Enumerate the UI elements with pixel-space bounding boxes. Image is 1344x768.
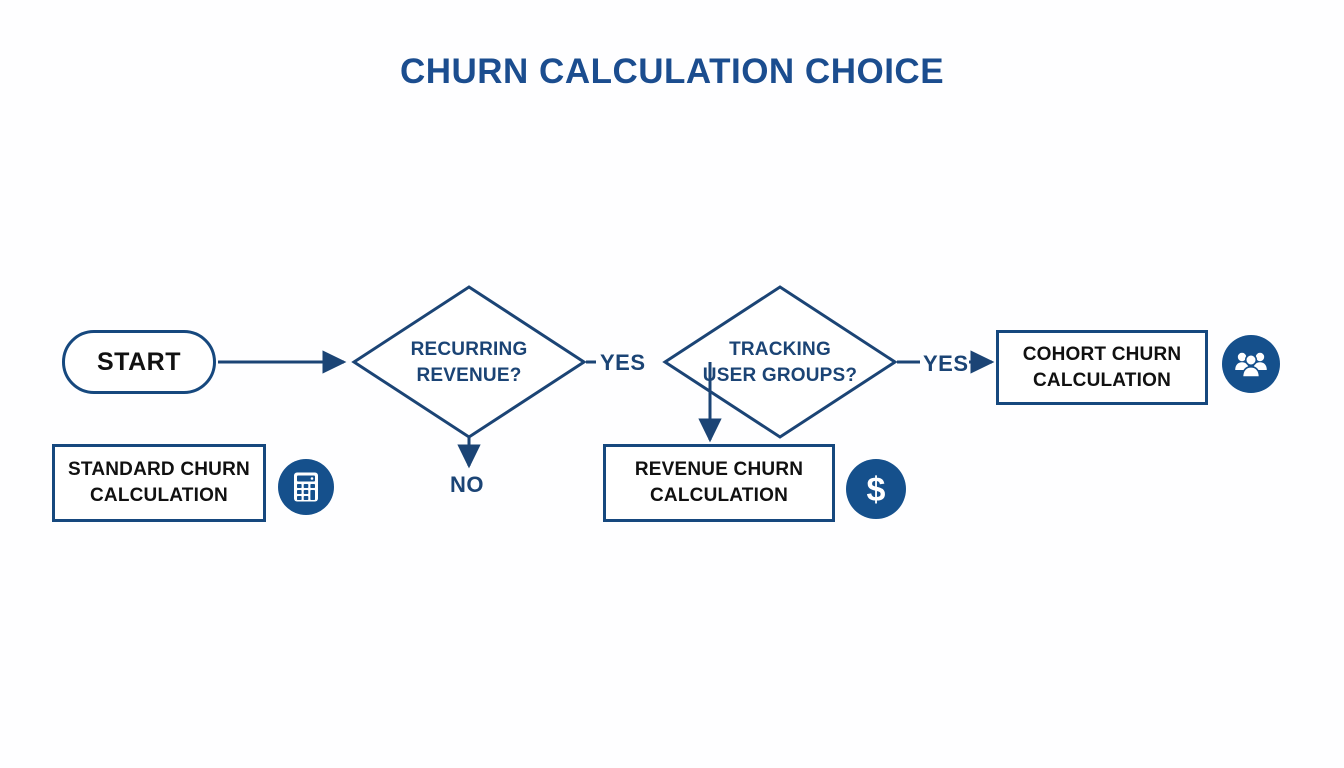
cohort-churn-line2: CALCULATION bbox=[1033, 369, 1171, 391]
page-title: CHURN CALCULATION CHOICE bbox=[399, 52, 945, 91]
edge-label-no-recurring: NO bbox=[450, 472, 484, 497]
decision-tracking-line2: USER GROUPS? bbox=[702, 364, 858, 386]
people-icon bbox=[1222, 335, 1280, 393]
standard-churn-line1: STANDARD CHURN bbox=[68, 459, 250, 481]
decision-recurring-line2: REVENUE? bbox=[416, 364, 522, 386]
node-decision-recurring[interactable]: RECURRING REVENUE? bbox=[352, 337, 586, 388]
node-start-label: START bbox=[97, 347, 181, 376]
node-revenue-churn[interactable]: REVENUE CHURN CALCULATION bbox=[603, 444, 835, 522]
dollar-icon: $ bbox=[846, 459, 906, 519]
cohort-churn-line1: COHORT CHURN bbox=[1022, 343, 1182, 365]
node-cohort-churn[interactable]: COHORT CHURN CALCULATION bbox=[996, 330, 1208, 405]
decision-tracking-line1: TRACKING bbox=[729, 339, 831, 360]
edge-label-yes-recurring: YES bbox=[600, 350, 646, 375]
revenue-churn-line1: REVENUE CHURN bbox=[634, 459, 804, 481]
node-decision-tracking[interactable]: TRACKING USER GROUPS? bbox=[663, 337, 897, 388]
svg-text:$: $ bbox=[867, 471, 886, 509]
node-standard-churn[interactable]: STANDARD CHURN CALCULATION bbox=[52, 444, 266, 522]
standard-churn-line2: CALCULATION bbox=[89, 485, 228, 506]
node-start[interactable]: START bbox=[62, 330, 216, 394]
calculator-icon bbox=[278, 459, 334, 515]
decision-recurring-line1: RECURRING bbox=[410, 339, 528, 360]
edge-label-yes-tracking: YES bbox=[923, 351, 969, 376]
revenue-churn-line2: CALCULATION bbox=[650, 485, 788, 506]
